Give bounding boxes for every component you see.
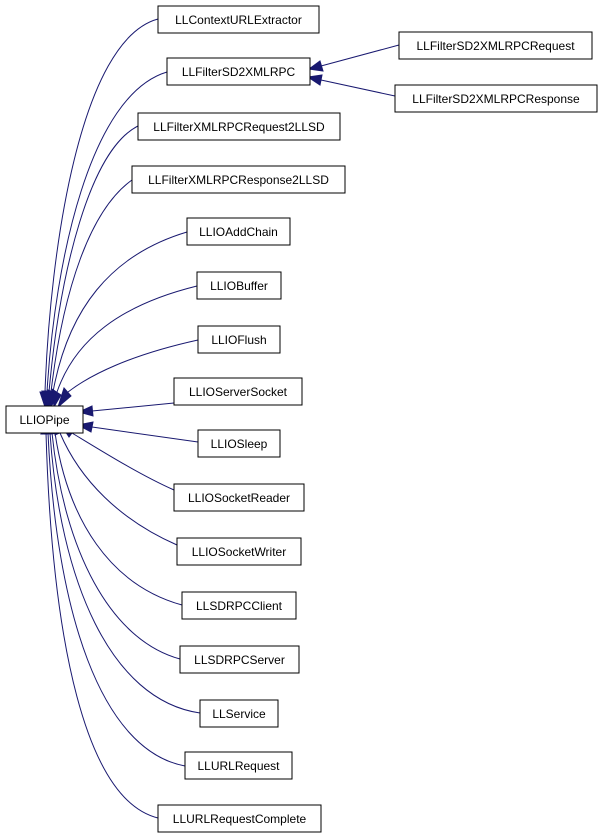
edge-filterxmlrpcrequest2llsd-to-iopipe — [48, 125, 139, 393]
node-filtersd2xmlrpcrequest[interactable]: LLFilterSD2XMLRPCRequest — [398, 31, 593, 60]
edge-ioserversocket-to-iopipe — [91, 402, 175, 412]
node-filterxmlrpcrequest2llsd[interactable]: LLFilterXMLRPCRequest2LLSD — [137, 112, 341, 141]
node-iosleep[interactable]: LLIOSleep — [197, 429, 281, 458]
edge-iosocketwriter-to-iopipe — [59, 432, 178, 546]
node-ioflush[interactable]: LLIOFlush — [197, 325, 281, 354]
svg-text:LLSDRPCServer: LLSDRPCServer — [194, 653, 285, 667]
svg-text:LLFilterXMLRPCRequest2LLSD: LLFilterXMLRPCRequest2LLSD — [153, 120, 325, 134]
node-iosocketwriter[interactable]: LLIOSocketWriter — [176, 537, 302, 566]
edge-filterxmlrpcresponse2llsd-to-iopipe — [50, 179, 133, 393]
node-ioaddchain[interactable]: LLIOAddChain — [186, 217, 291, 246]
svg-text:LLURLRequest: LLURLRequest — [197, 759, 280, 773]
node-service[interactable]: LLService — [199, 699, 279, 728]
node-filtersd2xmlrpc[interactable]: LLFilterSD2XMLRPC — [166, 57, 311, 86]
edge-contexturlextractor-to-iopipe — [44, 18, 159, 393]
svg-text:LLFilterSD2XMLRPC: LLFilterSD2XMLRPC — [182, 65, 296, 79]
edge-iobuffer-to-iopipe — [56, 285, 198, 393]
svg-text:LLIOFlush: LLIOFlush — [211, 333, 266, 347]
node-iosocketreader[interactable]: LLIOSocketReader — [173, 483, 305, 512]
svg-text:LLIOSocketReader: LLIOSocketReader — [188, 491, 290, 505]
svg-text:LLIOBuffer: LLIOBuffer — [210, 279, 268, 293]
arrow-ioflush — [57, 387, 72, 409]
class-nodes: LLIOPipe LLContextURLExtractor LLFilterS… — [5, 5, 598, 833]
edge-sd2xmlrpcrequest-to-filtersd2xmlrpc — [320, 44, 400, 67]
arrow-sd2xmlrpcresponse — [306, 74, 323, 86]
svg-text:LLSDRPCClient: LLSDRPCClient — [196, 599, 283, 613]
svg-text:LLFilterSD2XMLRPCRequest: LLFilterSD2XMLRPCRequest — [416, 39, 575, 53]
svg-text:LLFilterXMLRPCResponse2LLSD: LLFilterXMLRPCResponse2LLSD — [148, 173, 329, 187]
svg-text:LLIOPipe: LLIOPipe — [19, 413, 69, 427]
edge-iosocketreader-to-iopipe — [71, 432, 175, 491]
node-urlrequestcomplete[interactable]: LLURLRequestComplete — [157, 804, 322, 833]
node-iopipe[interactable]: LLIOPipe — [5, 405, 84, 434]
svg-text:LLIOAddChain: LLIOAddChain — [199, 225, 278, 239]
edge-iosleep-to-iopipe — [91, 426, 199, 443]
edge-sdrpcserver-to-iopipe — [51, 432, 181, 660]
node-sdrpcserver[interactable]: LLSDRPCServer — [179, 645, 300, 674]
svg-text:LLURLRequestComplete: LLURLRequestComplete — [173, 812, 307, 826]
node-iobuffer[interactable]: LLIOBuffer — [196, 271, 282, 300]
svg-text:LLIOSocketWriter: LLIOSocketWriter — [192, 545, 286, 559]
node-filterxmlrpcresponse2llsd[interactable]: LLFilterXMLRPCResponse2LLSD — [131, 165, 346, 194]
node-filtersd2xmlrpcresponse[interactable]: LLFilterSD2XMLRPCResponse — [394, 84, 598, 113]
edge-urlrequestcomplete-to-iopipe — [45, 432, 159, 819]
edge-ioaddchain-to-iopipe — [52, 231, 188, 393]
svg-text:LLContextURLExtractor: LLContextURLExtractor — [175, 13, 302, 27]
node-urlrequest[interactable]: LLURLRequest — [184, 751, 293, 780]
svg-text:LLIOServerSocket: LLIOServerSocket — [189, 385, 288, 399]
svg-text:LLService: LLService — [212, 707, 266, 721]
arrow-ioserversocket — [77, 405, 94, 417]
arrow-sd2xmlrpcrequest — [307, 60, 324, 72]
edge-sd2xmlrpcresponse-to-filtersd2xmlrpc — [320, 79, 396, 97]
node-ioserversocket[interactable]: LLIOServerSocket — [173, 377, 303, 406]
edge-urlrequest-to-iopipe — [47, 432, 186, 767]
edge-ioflush-to-iopipe — [67, 339, 199, 393]
edge-service-to-iopipe — [49, 432, 201, 714]
edge-sdrpcclient-to-iopipe — [54, 432, 183, 606]
node-sdrpcclient[interactable]: LLSDRPCClient — [181, 591, 297, 620]
svg-text:LLIOSleep: LLIOSleep — [211, 437, 268, 451]
arrow-iobuffer — [51, 387, 62, 409]
node-contexturlextractor[interactable]: LLContextURLExtractor — [157, 5, 320, 34]
svg-text:LLFilterSD2XMLRPCResponse: LLFilterSD2XMLRPCResponse — [412, 92, 580, 106]
edge-filtersd2xmlrpc-to-iopipe — [46, 71, 168, 393]
